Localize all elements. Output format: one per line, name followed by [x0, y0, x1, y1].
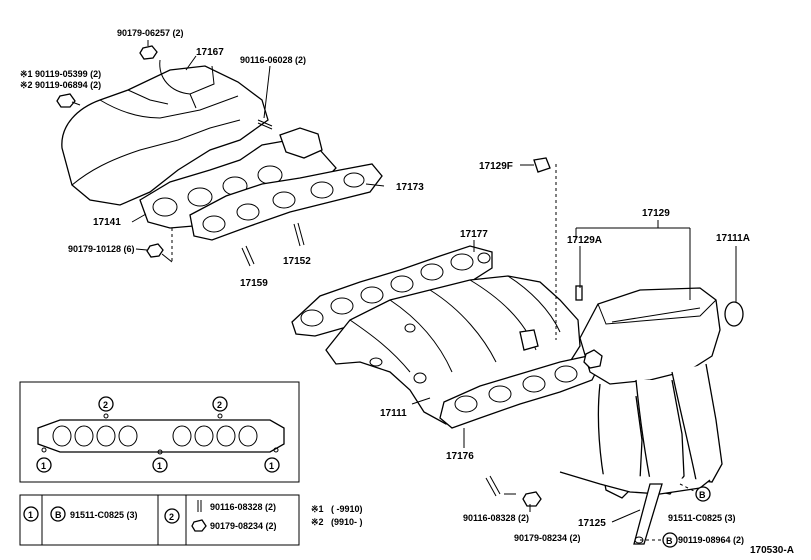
inset-callout-1c: 1 [269, 461, 274, 471]
label-91511-C0825: 91511-C0825 (3) [668, 513, 736, 523]
label-17152: 17152 [283, 256, 311, 267]
legend-row1-part: 91511-C0825 (3) [70, 510, 138, 520]
label-90179-06257: 90179-06257 (2) [117, 28, 184, 38]
gasket-inset: 2 2 1 1 1 [19, 381, 300, 483]
legend-row2-part-b: 90179-08234 (2) [210, 521, 277, 531]
label-90116-08328: 90116-08328 (2) [463, 513, 529, 523]
note1-mark: ※1 [311, 504, 324, 514]
label-17129: 17129 [642, 208, 670, 219]
label-90116-06028: 90116-06028 (2) [240, 55, 306, 65]
stud-90116-06028 [257, 119, 273, 130]
reference-number: 170530-A [750, 545, 794, 556]
nut-90179-06257 [139, 45, 158, 60]
inset-callout-1b: 1 [157, 461, 162, 471]
gasket-17177 [291, 245, 493, 337]
legend-row1-marker: 1 [28, 510, 33, 520]
stud-90116-08328 [485, 475, 501, 497]
label-17141: 17141 [93, 217, 121, 228]
label-17176: 17176 [446, 451, 474, 462]
svg-text:B: B [699, 490, 706, 500]
legend-table: 1 B 91511-C0825 (3) 2 90116-08328 (2) 90… [19, 494, 300, 546]
inset-callout-1a: 1 [41, 461, 46, 471]
note1-range: ( -9910) [331, 504, 363, 514]
bolt-90119-upper [56, 93, 81, 108]
legend-row2-part-a: 90116-08328 (2) [210, 502, 276, 512]
label-17159: 17159 [240, 278, 268, 289]
label-17129A: 17129A [567, 235, 602, 246]
legend-row2-marker: 2 [169, 512, 174, 522]
label-90119-08964: 90119-08964 (2) [678, 535, 744, 545]
note2-range: (9910- ) [331, 517, 363, 527]
leaders-upper-left [131, 40, 385, 263]
label-17111A: 17111A [716, 233, 750, 244]
label-note2-bolt: ※2 90119-06894 (2) [20, 80, 101, 90]
svg-text:B: B [666, 536, 673, 546]
callout-b-lower: B [662, 532, 678, 548]
inset-callout-2a: 2 [103, 400, 108, 410]
note2-mark: ※2 [311, 517, 324, 527]
inset-callout-2b: 2 [217, 400, 222, 410]
cap-17111A [724, 301, 744, 327]
plug-17129F [533, 157, 551, 173]
plenum-17129 [559, 287, 723, 499]
label-17129F: 17129F [479, 161, 513, 172]
callout-b-upper: B [695, 486, 711, 502]
notes-block: ※1 ( -9910) ※2 (9910- ) [311, 504, 363, 527]
pin-17129A [575, 285, 583, 301]
label-17177: 17177 [460, 229, 488, 240]
nut-90179-10128 [146, 243, 164, 258]
gasket-17176 [439, 355, 601, 429]
label-17173: 17173 [396, 182, 424, 193]
nut-90179-08234 [522, 491, 542, 507]
stud-17159 [241, 245, 255, 267]
intake-manifold-upper-17141 [139, 127, 337, 229]
gasket-17173 [189, 163, 383, 241]
stud-17152 [293, 222, 305, 247]
label-17111: 17111 [380, 408, 407, 419]
legend-row1-circle: B [55, 510, 62, 520]
label-90179-10128: 90179-10128 (6) [68, 244, 135, 254]
label-17167: 17167 [196, 47, 224, 58]
label-17125: 17125 [578, 518, 606, 529]
intake-cover-17167 [61, 59, 269, 206]
label-90179-08234: 90179-08234 (2) [514, 533, 581, 543]
label-note1-bolt: ※1 90119-05399 (2) [20, 69, 101, 79]
